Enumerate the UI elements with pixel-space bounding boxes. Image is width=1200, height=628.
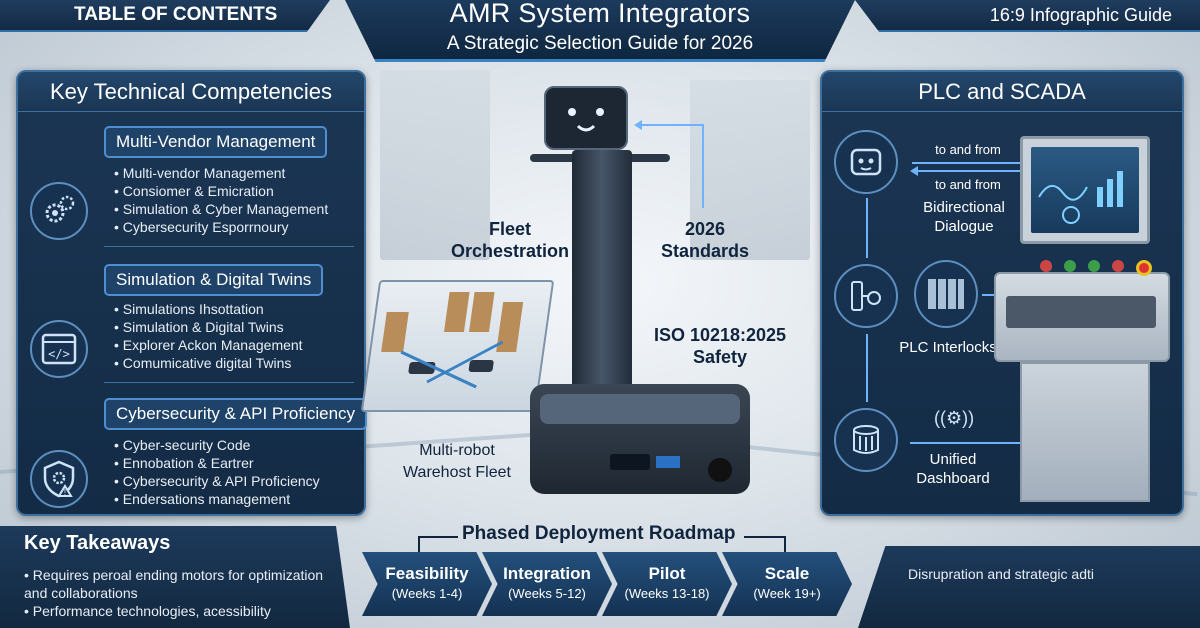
robot-base [530,384,750,494]
divider [104,382,354,383]
warehouse-illustration [360,280,555,412]
list-item: Simulations Ihsottation [114,300,303,318]
competencies-title: Key Technical Competencies [18,72,364,112]
background-shelf [380,70,490,260]
phase-integration[interactable]: Integration (Weeks 5-12) [482,552,612,616]
competencies-panel: Key Technical Competencies Multi-Vendor … [16,70,368,516]
standards-label: 2026 Standards [660,219,750,261]
list-item: Performance technologies, acessibility [24,602,350,620]
toc-banner[interactable]: TABLE OF CONTENTS [0,0,330,32]
phase-pilot[interactable]: Pilot (Weeks 13-18) [602,552,732,616]
gears-icon [30,182,88,240]
red-button-icon [1112,260,1124,272]
list-item: Cyber-security Code [114,436,320,454]
green-button-icon [1088,260,1100,272]
shield-gear-icon: ! [30,450,88,508]
plc-scada-title: PLC and SCADA [822,72,1182,112]
key-takeaways: Key Takeaways Requires peroal ending mot… [0,526,350,628]
red-button-icon [1040,260,1052,272]
phase-scale[interactable]: Scale (Week 19+) [722,552,852,616]
plc-interlocks-label: PLC Interlocks [899,339,997,356]
plc-module-icon [834,264,898,328]
list-item: Explorer Ackon Management [114,336,303,354]
dashboard-device-icon [834,408,898,472]
list-item: Ennobation & Eartrer [114,454,320,472]
phase-weeks: (Weeks 1-4) [391,586,463,601]
robot-icon [834,130,898,194]
standards-arrow [634,120,702,130]
standards-connector [702,124,704,208]
roadmap-bracket [418,536,458,552]
robot-face-icon [544,86,628,150]
list-item: Endersations management [114,490,320,508]
warehouse-fleet-label: Multi-robot Warehost Fleet [403,442,511,481]
background-shelf [690,80,810,260]
list-item: Simulation & Cyber Management [114,200,328,218]
from-to-arrow [910,166,1028,176]
to-from-label: to and from [935,142,1001,157]
competency-heading: Multi-Vendor Management [104,126,328,158]
code-window-icon: </> [30,320,88,378]
list-item: Multi-vendor Management [114,164,328,182]
svg-text:!: ! [63,488,66,497]
list-item: Cybersecurity Esporrnoury [114,218,328,236]
competency-list: Multi-vendor Management Consiomer & Emic… [114,164,328,236]
phase-weeks: (Weeks 13-18) [624,586,710,601]
emergency-stop-icon [1136,260,1152,276]
phase-weeks: (Weeks 5-12) [508,586,586,601]
title-plate: AMR System Integrators A Strategic Selec… [345,0,855,62]
svg-text:</>: </> [48,347,70,361]
roadmap-bracket [744,536,786,552]
roadmap-title: Phased Deployment Roadmap [462,523,736,544]
keyboard-icon [1006,296,1156,328]
takeaways-list: Requires peroal ending motors for optimi… [24,566,350,620]
unified-dashboard-label: Unified Dashboard [916,451,990,487]
page-subtitle: A Strategic Selection Guide for 2026 [446,33,754,54]
competency-list: Cyber-security Code Ennobation & Eartrer… [114,436,320,508]
phase-name: Integration [503,564,591,583]
scada-monitor [1020,136,1150,244]
takeaways-title: Key Takeaways [24,532,171,554]
list-item: Simulation & Digital Twins [114,318,303,336]
competency-heading: Simulation & Digital Twins [104,264,324,296]
format-label: 16:9 Infographic Guide [989,4,1172,25]
toc-label: TABLE OF CONTENTS [74,4,278,25]
scada-console [990,122,1170,502]
fleet-orchestration-label: Fleet Orchestration [450,219,570,261]
list-item: Consiomer & Emicration [114,182,328,200]
iso-safety-label: ISO 10218:2025 Safety [653,325,787,367]
closing-text: Disrupration and strategic adti [908,566,1094,582]
to-from-label: to and from [935,177,1001,192]
console-cabinet [1020,362,1150,502]
phase-name: Pilot [648,564,686,583]
phase-feasibility[interactable]: Feasibility (Weeks 1-4) [362,552,492,616]
competency-heading: Cybersecurity & API Proficiency [104,398,368,430]
phase-name: Feasibility [385,564,469,583]
phase-name: Scale [764,564,810,583]
list-item: Requires peroal ending motors for optimi… [24,566,350,602]
bidirectional-dialogue-label: Bidirectional Dialogue [923,199,1005,235]
scada-screen [1031,147,1139,233]
competency-list: Simulations Ihsottation Simulation & Dig… [114,300,303,372]
list-item: Cybersecurity & API Proficiency [114,472,320,490]
signal-gear-icon: ((⚙)) [934,408,975,428]
divider [104,246,354,247]
list-item: Comumicative digital Twins [114,354,303,372]
plc-rack-icon [914,260,978,328]
page-title: AMR System Integrators [449,0,751,28]
closing-strip: Disrupration and strategic adti [858,546,1200,628]
robot-pole [572,150,632,430]
console-buttons [1040,260,1152,276]
phase-weeks: (Week 19+) [753,586,821,601]
vertical-connector [866,198,868,258]
vertical-connector [866,334,868,402]
green-button-icon [1064,260,1076,272]
format-banner: 16:9 Infographic Guide [855,0,1200,32]
